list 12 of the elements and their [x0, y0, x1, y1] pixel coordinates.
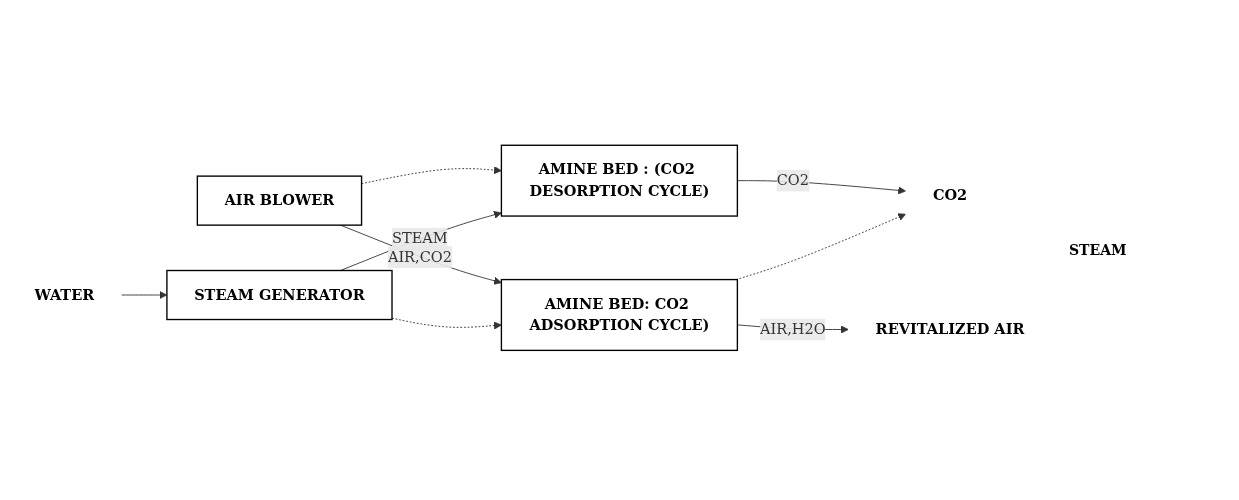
node-box: AIR BLOWER — [196, 175, 363, 227]
edge-label: STEAM — [392, 229, 448, 248]
node-box: AMINE BED : (CO2 DESORPTION CYCLE) — [500, 144, 739, 218]
stream-label: STEAM — [1069, 242, 1128, 258]
node-box: AMINE BED: CO2 ADSORPTION CYCLE) — [500, 279, 739, 352]
node-text: WATER — [34, 286, 95, 304]
node-box: STEAM GENERATOR — [166, 270, 393, 321]
node-text: REVITALIZED AIR — [875, 320, 1025, 339]
edge-label: CO2 — [776, 171, 809, 190]
node-text: CO2 — [932, 186, 968, 204]
edge-label: AIR,CO2 — [387, 248, 452, 266]
edge-label: AIR,H2O — [760, 320, 826, 339]
